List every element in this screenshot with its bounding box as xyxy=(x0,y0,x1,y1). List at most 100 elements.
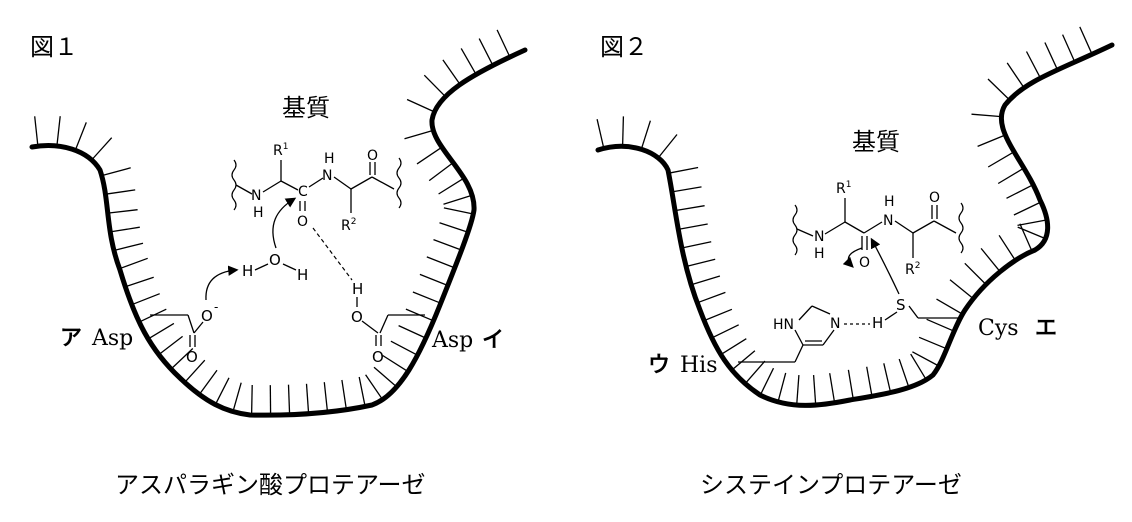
residue-i-letter: イ xyxy=(482,328,504,353)
asp-residue-i: H O O xyxy=(351,280,425,366)
surface-hatch-tick xyxy=(147,322,175,340)
peptide-n-1: N xyxy=(322,168,332,184)
surface-hatch-tick xyxy=(56,116,61,147)
surface-hatch-tick xyxy=(91,137,113,161)
his-residue: HN N xyxy=(738,305,840,363)
enzyme-pocket-outline xyxy=(29,47,528,418)
surface-hatch-tick xyxy=(926,318,955,332)
surface-hatch-tick xyxy=(416,146,443,165)
figure-1: 図１ 基質 N H R1 C O N H R2 xyxy=(29,29,528,499)
surface-hatch-tick xyxy=(423,74,446,98)
substrate-molecule-1: N H R1 C O N H R2 O xyxy=(231,142,402,234)
figure-2: 図２ 基質 N H R1 O N H R2 O xyxy=(595,26,1115,499)
surface-hatch-tick xyxy=(404,129,434,140)
thiolate-attack-arrow xyxy=(870,237,900,295)
residue-e-letter: エ xyxy=(1035,316,1057,341)
surface-hatch-tick xyxy=(365,374,384,400)
surface-hatch-tick xyxy=(912,351,940,367)
water-o: O xyxy=(269,251,281,269)
surface-hatch-tick xyxy=(1017,226,1046,240)
surface-hatch-tick xyxy=(1006,184,1034,199)
surface-hatch-tick xyxy=(74,122,87,151)
surface-hatch-tick xyxy=(1013,201,1042,216)
surface-hatch-tick xyxy=(621,116,625,147)
surface-hatch-tick xyxy=(796,375,800,406)
residue-a-letter: ア xyxy=(60,326,82,351)
residue-e-name: Cys xyxy=(978,316,1019,341)
surface-hatch-tick xyxy=(214,377,230,405)
surface-hatch-tick xyxy=(777,372,787,403)
surface-hatch-tick xyxy=(971,113,1002,118)
surface-hatch-tick xyxy=(685,258,716,268)
surface-hatch-tick xyxy=(997,167,1025,185)
amide-n-2: N xyxy=(814,229,824,245)
figure-2-label: 図２ xyxy=(600,33,648,61)
surface-hatch-tick xyxy=(305,383,310,414)
surface-hatch-tick xyxy=(373,366,398,388)
asp-i-o: O xyxy=(372,348,384,366)
peptide-h-1: H xyxy=(324,151,335,167)
surface-hatch-tick xyxy=(987,78,1010,101)
ketone-o-2: O xyxy=(929,190,940,206)
surface-hatch-tick xyxy=(406,98,435,113)
residue-i-name: Asp xyxy=(431,328,473,353)
surface-hatch-tick xyxy=(1044,42,1059,71)
surface-hatch-tick xyxy=(812,375,817,406)
surface-hatch-tick xyxy=(107,209,138,214)
water-h-right: H xyxy=(297,266,308,284)
surface-hatch-tick xyxy=(34,116,39,147)
water-molecule: H O H xyxy=(242,251,308,284)
surface-hatch-tick xyxy=(113,242,144,252)
surface-hatch-tick xyxy=(1017,219,1048,227)
proton-transfer-arrow xyxy=(205,265,239,301)
asp-residue-a: O - O xyxy=(150,300,218,366)
carbonyl-o-2: O xyxy=(859,255,870,271)
surface-hatch-tick xyxy=(105,189,136,195)
surface-hatch-tick xyxy=(158,335,183,356)
surface-hatch-tick xyxy=(323,382,329,413)
surface-hatch-tick xyxy=(439,222,469,233)
surface-hatch-tick xyxy=(640,120,652,150)
figure-2-caption: システインプロテアーゼ xyxy=(700,471,962,499)
surface-hatch-tick xyxy=(1025,51,1041,79)
surface-hatch-tick xyxy=(110,226,140,233)
surface-hatch-tick xyxy=(358,376,366,407)
cys-h: H xyxy=(872,314,883,332)
r2-group-2: R2 xyxy=(905,261,920,278)
surface-hatch-tick xyxy=(847,369,854,400)
surface-hatch-tick xyxy=(1062,34,1076,63)
surface-hatch-tick xyxy=(720,338,747,356)
surface-hatch-tick xyxy=(184,359,206,383)
surface-hatch-tick xyxy=(977,134,1006,148)
enzyme-surface-hatching-2 xyxy=(596,26,1093,406)
carbonyl-electron-arrow xyxy=(842,247,863,268)
surface-hatch-tick xyxy=(443,207,474,215)
surface-hatch-tick xyxy=(910,353,927,381)
surface-hatch-tick xyxy=(980,247,1001,273)
surface-hatch-tick xyxy=(674,205,705,212)
surface-hatch-tick xyxy=(668,166,699,174)
surface-hatch-tick xyxy=(898,358,910,388)
surface-hatch-tick xyxy=(657,134,678,159)
surface-hatch-tick xyxy=(287,384,291,415)
his-hn: HN xyxy=(773,317,794,333)
surface-hatch-tick xyxy=(382,354,409,373)
residue-u-letter: ウ xyxy=(648,353,670,378)
surface-hatch-tick xyxy=(390,340,418,356)
surface-hatch-tick xyxy=(138,308,167,323)
surface-hatch-tick xyxy=(250,384,253,416)
asp-a-charge: - xyxy=(214,300,218,314)
surface-hatch-tick xyxy=(101,167,131,177)
surface-hatch-tick xyxy=(671,186,702,193)
surface-hatch-tick xyxy=(711,324,739,339)
surface-hatch-tick xyxy=(131,293,160,306)
surface-hatch-tick xyxy=(419,273,449,287)
surface-hatch-tick xyxy=(936,298,963,315)
surface-hatch-tick xyxy=(119,257,148,270)
ketone-o-1: O xyxy=(367,148,378,164)
water-h-left: H xyxy=(242,262,253,280)
enzyme-surface-hatching xyxy=(34,29,511,416)
substrate-label-2: 基質 xyxy=(852,128,900,156)
asp-i-oh: O xyxy=(351,308,363,326)
figure-1-caption: アスパラギン酸プロテアーゼ xyxy=(115,471,426,499)
